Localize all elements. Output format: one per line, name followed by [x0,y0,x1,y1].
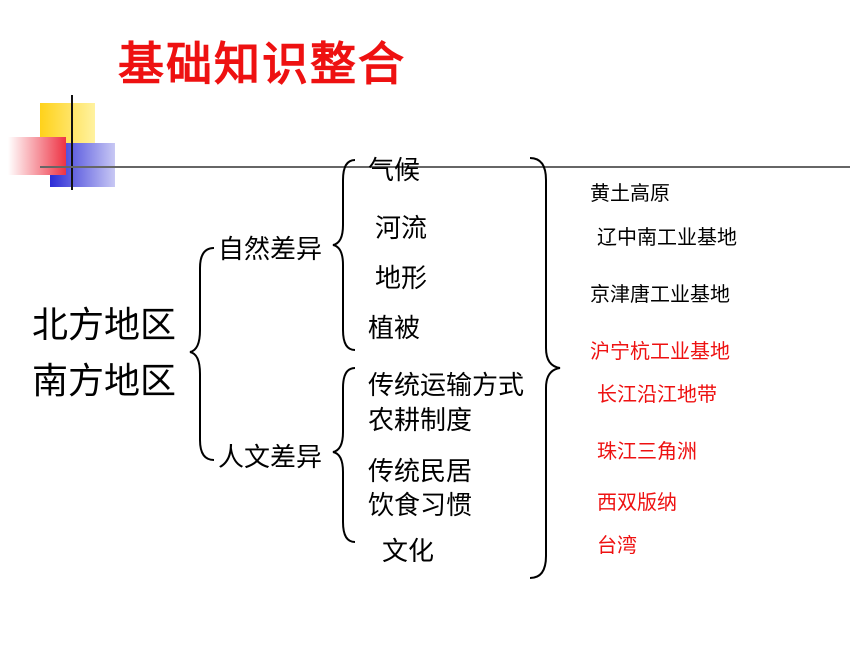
red-square [8,137,66,175]
item-culture: 文化 [382,537,435,567]
region-north: 北方地区 [32,305,177,346]
item-diet: 饮食习惯 [368,491,473,521]
places-brace [529,157,561,579]
item-climate: 气候 [368,156,421,186]
yellow-square [40,103,95,143]
natural-brace [332,159,356,351]
human-difference-label: 人文差异 [218,443,323,473]
natural-difference-label: 自然差异 [218,235,323,265]
item-dwellings: 传统民居 [368,457,473,487]
place-taiwan: 台湾 [597,533,637,557]
item-rivers: 河流 [375,214,428,244]
place-xishuangbanna: 西双版纳 [597,490,677,514]
place-jingjintang: 京津唐工业基地 [590,282,730,306]
item-vegetation: 植被 [368,314,421,344]
region-south: 南方地区 [32,361,177,402]
place-liaozhongnan: 辽中南工业基地 [597,225,737,249]
place-yangtze-belt: 长江沿江地带 [597,382,717,406]
item-terrain: 地形 [375,264,428,294]
item-farming: 农耕制度 [368,406,473,436]
page-title: 基础知识整合 [118,37,406,91]
human-brace [332,367,356,543]
place-pearl-river-delta: 珠江三角洲 [597,439,697,463]
place-huninghang: 沪宁杭工业基地 [590,339,730,363]
place-loess-plateau: 黄土高原 [590,181,670,205]
region-brace [189,247,215,461]
item-transport: 传统运输方式 [368,371,525,401]
